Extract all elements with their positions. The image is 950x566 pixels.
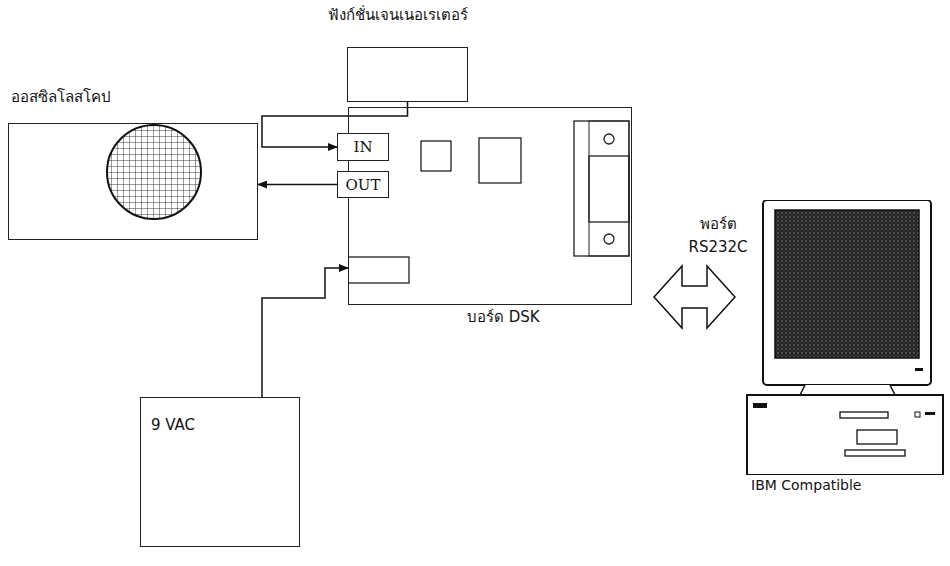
board-label: บอร์ด DSK <box>467 308 540 326</box>
scope-screen <box>9 124 257 239</box>
port-name: OUT <box>346 176 381 194</box>
board-parts <box>349 108 631 304</box>
oscilloscope: ออสซิลโลสโคป <box>8 123 258 240</box>
function-generator: ฟังก์ชั่นเจนเนอเรเตอร์ <box>347 47 468 102</box>
io-port: IN <box>337 133 389 161</box>
computer-label: IBM Compatible <box>751 477 861 494</box>
dsk-board: บอร์ด DSKINOUT <box>348 107 632 305</box>
port-label: พอร์ต RS232C <box>683 213 753 258</box>
computer: IBM Compatible <box>745 200 945 475</box>
signal-wire <box>258 184 337 186</box>
device-label: ฟังก์ชั่นเจนเนอเรเตอร์ <box>328 6 468 24</box>
signal-wire <box>262 268 348 397</box>
io-port: OUT <box>337 171 389 198</box>
power-supply: 9 VAC <box>140 397 300 547</box>
serial-link-arrow <box>654 266 735 328</box>
port-name: IN <box>353 138 372 156</box>
supply-label: 9 VAC <box>151 416 195 434</box>
computer-drawing <box>745 200 945 475</box>
device-label: ออสซิลโลสโคป <box>11 88 111 106</box>
